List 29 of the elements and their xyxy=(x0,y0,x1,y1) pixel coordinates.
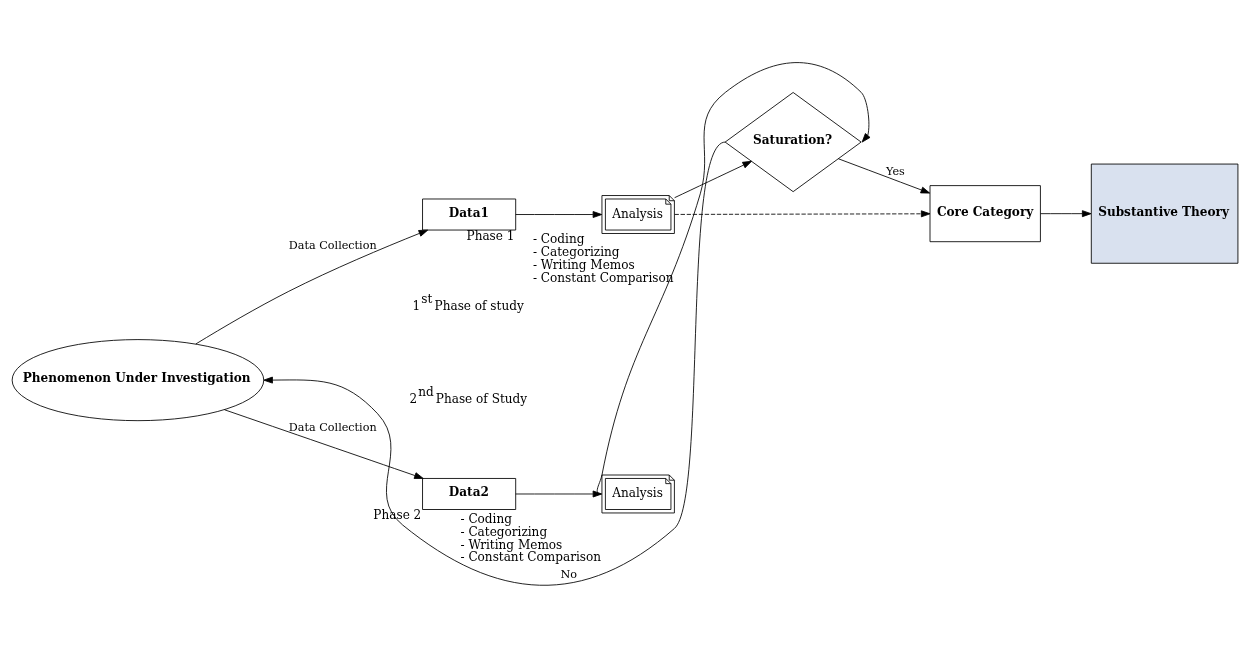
node-label: Phase 1 xyxy=(466,228,515,243)
node-label: - Coding xyxy=(532,232,585,247)
node-box: Substantive Theory xyxy=(1090,163,1239,264)
node-box: Data2 xyxy=(422,478,517,510)
arrow xyxy=(674,160,752,199)
arrow xyxy=(263,141,726,586)
node-label: - Coding xyxy=(460,511,512,526)
edge-label: Data Collection xyxy=(288,420,377,434)
arrow xyxy=(195,229,429,345)
arrow xyxy=(224,409,424,479)
arrow xyxy=(837,158,931,194)
node-box: Core Category xyxy=(929,185,1041,243)
node-ellipse: Phenomenon Under Investigation xyxy=(11,339,265,422)
arrow xyxy=(515,211,603,218)
node-label: - Categorizing xyxy=(460,524,548,539)
node-label: - Constant Comparison xyxy=(460,550,602,565)
node-diamond: Saturation? xyxy=(724,92,862,193)
arrow xyxy=(1040,210,1092,218)
edge-label: Yes xyxy=(886,165,905,179)
arrow xyxy=(515,490,603,498)
arrow xyxy=(596,62,871,495)
node-label: - Categorizing xyxy=(532,245,620,260)
node-label: Phase 2 xyxy=(373,508,422,523)
node-label: - Writing Memos xyxy=(460,537,563,552)
node-box: Data1 xyxy=(422,198,517,231)
arrow xyxy=(674,210,931,218)
edge-label: Data Collection xyxy=(288,238,377,252)
node-label: - Writing Memos xyxy=(532,258,635,273)
edge-label: No xyxy=(560,568,578,581)
